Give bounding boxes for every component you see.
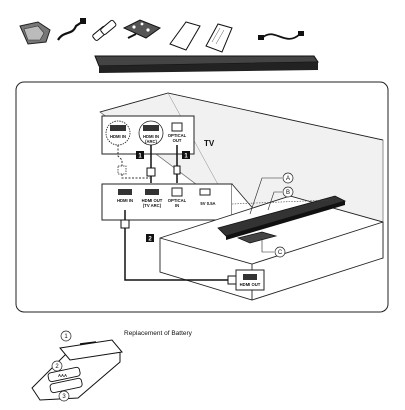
bar-hdmi-out-label-2: (TV ARC) [143, 203, 162, 208]
bar-optical-in-port [171, 187, 183, 197]
soundbar-on-shelf [217, 195, 347, 240]
svg-text:1: 1 [138, 154, 142, 160]
guide-icon [205, 23, 233, 53]
svg-text:A: A [286, 176, 290, 182]
bar-usb-port [199, 188, 211, 196]
battery-step-1: 1 [60, 330, 72, 342]
optical-cable-line [173, 145, 181, 183]
callout-a: A [249, 172, 294, 215]
tv-hdmi-arc-label: HDMI IN [143, 134, 159, 139]
source-hdmi-out-label: HDMI OUT [240, 282, 261, 287]
tv-optical-out-port [171, 122, 183, 132]
tv-hdmi-in-label: HDMI IN [110, 134, 126, 139]
lower-unit [236, 231, 278, 244]
tv-hdmi-arc-label-2: (ARC) [145, 139, 157, 144]
wall-bracket-icon [122, 19, 162, 39]
subwoofer-accessory-icon [19, 21, 51, 45]
svg-text:2: 2 [55, 364, 59, 370]
tv-optical-label-2: OUT [173, 138, 182, 143]
sound-bar-accessory-icon [94, 55, 319, 73]
source-device-port: HDMI OUT [235, 269, 265, 291]
hdmi-arc-cable [146, 145, 156, 183]
step-badge-source: 2 [146, 234, 154, 243]
power-cord-icon [57, 18, 86, 41]
tv-port-box: HDMI IN HDMI IN (ARC) OPTICAL OUT [101, 115, 195, 155]
svg-text:C: C [278, 250, 283, 256]
battery-step-2: 2 [51, 360, 63, 372]
tv-hdmi-in-port [110, 125, 126, 131]
tv-optical-label: OPTICAL [168, 133, 187, 138]
callout-b: B [267, 186, 294, 211]
svg-text:1: 1 [64, 334, 68, 340]
battery-size-label: AAA [58, 373, 67, 378]
tv-hdmi-arc-port [143, 125, 159, 131]
bar-optical-label-2: IN [175, 203, 179, 208]
bar-hdmi-in-label: HDMI IN [117, 198, 133, 203]
manual-icon [169, 21, 201, 51]
svg-text:2: 2 [148, 237, 152, 243]
callout-c: C [261, 240, 286, 258]
tv-label: TV [204, 139, 215, 148]
remote-battery-illustration: AAA [31, 339, 123, 401]
bar-usb-label: 5V 0.5A [200, 201, 215, 206]
bar-hdmi-out-port [145, 189, 159, 195]
svg-text:B: B [286, 190, 290, 196]
bar-hdmi-out-label: HDMI OUT [142, 198, 163, 203]
remote-batteries-icon [92, 19, 117, 41]
svg-text:1: 1 [184, 154, 188, 160]
svg-text:3: 3 [62, 394, 66, 400]
battery-caption: Replacement of Battery [124, 330, 193, 337]
hdmi-alt-dashed-cable [117, 145, 150, 179]
battery-step-3: 3 [58, 390, 70, 402]
accessories-row [19, 18, 319, 73]
detail-guide-line [231, 199, 331, 205]
bar-hdmi-in-port [118, 189, 132, 195]
bar-optical-label: OPTICAL [168, 198, 187, 203]
optical-cable-icon [258, 31, 304, 40]
step-badge-hdmi: 1 [136, 151, 144, 160]
step-badge-optical: 1 [182, 151, 190, 160]
